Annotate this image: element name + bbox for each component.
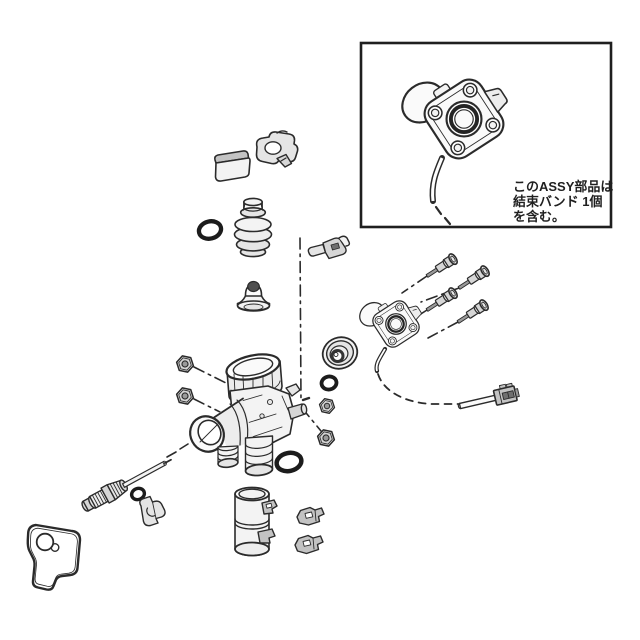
flange-bolt-2 bbox=[455, 263, 492, 294]
key-plate bbox=[26, 523, 82, 591]
spindle-o-ring bbox=[129, 486, 147, 502]
hex-nut-right-1 bbox=[317, 397, 337, 415]
valve-body bbox=[189, 353, 311, 477]
hex-nut-left-1 bbox=[174, 354, 196, 374]
poppet-valve bbox=[236, 280, 271, 312]
diaphragm-disc bbox=[321, 336, 359, 370]
bellows-valve bbox=[233, 197, 273, 258]
outlet-cylinder bbox=[234, 486, 278, 557]
hex-nut-left-2 bbox=[174, 386, 196, 406]
flange-bolt-4 bbox=[454, 297, 491, 328]
flange-bolt-1 bbox=[423, 251, 460, 282]
hex-nut-right-2 bbox=[315, 428, 337, 448]
flange-bolt-3 bbox=[423, 285, 460, 316]
leader-spindle-dashes bbox=[166, 443, 189, 458]
flange-hose bbox=[375, 348, 386, 372]
sensor-connector bbox=[457, 382, 520, 410]
hose-dashed-curve bbox=[377, 373, 459, 405]
spindle-clip bbox=[139, 495, 166, 527]
leader-nut-left-1 bbox=[193, 366, 243, 392]
retainer-clip bbox=[255, 130, 299, 168]
hose-clamp-1 bbox=[296, 506, 325, 526]
leader-bolt-1 bbox=[401, 275, 428, 294]
cover-cap bbox=[214, 150, 251, 182]
o-ring-mid bbox=[319, 374, 339, 392]
flange-assy bbox=[353, 288, 431, 352]
spindle-cartridge bbox=[81, 458, 172, 512]
o-ring-top bbox=[196, 219, 224, 241]
assy-note-box: このASSY部品は 結束バンド 1個 を含む。 bbox=[359, 41, 613, 229]
inset-hose-dashes bbox=[434, 205, 452, 226]
outlet-o-ring bbox=[274, 450, 304, 474]
hose-clip bbox=[307, 235, 351, 260]
center-line-vertical bbox=[299, 237, 302, 403]
hose-clamp-2 bbox=[294, 534, 324, 555]
assy-note-line-3: を含む。 bbox=[513, 209, 565, 224]
assy-note-line-1: このASSY部品は bbox=[513, 179, 613, 194]
inset-hose bbox=[431, 157, 444, 202]
leader-bolt-4 bbox=[427, 321, 459, 339]
assy-note-line-2: 結束バンド 1個 bbox=[513, 194, 603, 209]
